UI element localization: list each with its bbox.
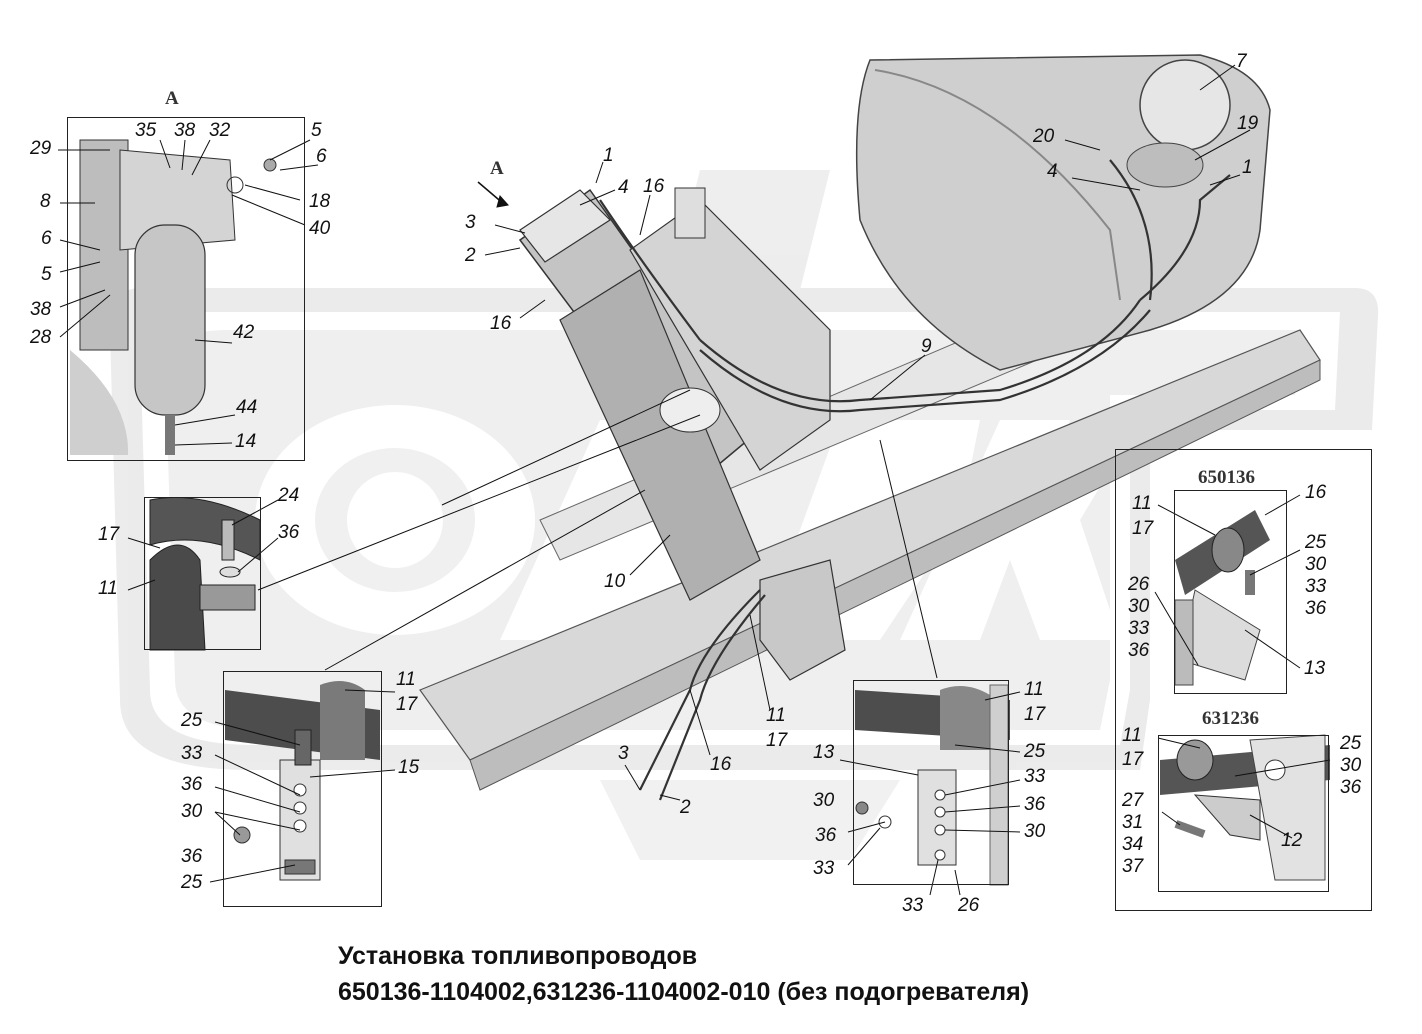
callout-1-tank: 1: [1242, 157, 1253, 178]
callout-16: 16: [643, 176, 665, 197]
callout-17-left-bracket: 17: [396, 694, 418, 715]
inset-c-drawing: [209, 681, 396, 883]
callout-17-right-bracket: 17: [1024, 704, 1046, 725]
callout-44: 44: [236, 397, 258, 418]
callout-25-right-bracket: 25: [1024, 741, 1046, 762]
callout-16-bottom: 16: [710, 754, 732, 775]
callout-4: 4: [618, 177, 629, 198]
callout-36-left-bracket: 36: [181, 774, 203, 795]
callout-32: 32: [209, 120, 231, 141]
inset-view-a: [67, 117, 305, 461]
filter-bracket-assembly: [518, 187, 846, 681]
callout-33-right-bracket: 33: [1024, 766, 1046, 787]
callout-17-clamp: 17: [98, 524, 120, 545]
callout-25-left-bracket: 25: [181, 710, 203, 731]
callout-36-right-bracket: 36: [1024, 794, 1046, 815]
callout-13-right-bracket: 13: [813, 742, 835, 763]
variant-label-631236: 631236: [1202, 708, 1259, 729]
drawing-title-line1: Установка топливопроводов: [338, 942, 698, 970]
callout-33-right-bracket-left: 33: [813, 858, 835, 879]
inset-d-drawing: [839, 684, 1021, 896]
callout-36-right-bracket-left: 36: [815, 825, 837, 846]
callout-3: 3: [465, 212, 476, 233]
callout-group-25-30-33-36-650136: 25 30 33 36: [1305, 532, 1327, 619]
callout-5: 5: [311, 120, 322, 141]
callout-1: 1: [603, 145, 614, 166]
inset-a-drawing: [58, 139, 319, 455]
callout-11-right-bracket: 11: [1024, 679, 1044, 700]
inset-650136-detail: [1174, 490, 1287, 694]
fuel-tank: [855, 54, 1271, 371]
callout-30-right-bracket-left: 30: [813, 790, 835, 811]
callout-14: 14: [235, 431, 257, 452]
callout-17-650136: 17: [1132, 518, 1154, 539]
callout-38-lower: 38: [30, 299, 52, 320]
callout-24: 24: [278, 485, 300, 506]
callout-29: 29: [30, 138, 52, 159]
callout-11-650136: 11: [1132, 493, 1152, 514]
callout-15: 15: [398, 757, 420, 778]
callout-16-left: 16: [490, 313, 512, 334]
callout-5-lower: 5: [41, 264, 52, 285]
inset-f-drawing: [1157, 734, 1331, 881]
callout-3-bottom: 3: [618, 743, 629, 764]
inset-b-drawing: [127, 497, 279, 651]
callout-17-631236: 17: [1122, 749, 1144, 770]
callout-36-clamp: 36: [278, 522, 300, 543]
fuel-lines: [599, 159, 1231, 801]
callout-12: 12: [1281, 830, 1303, 851]
callout-11-clamp: 11: [98, 578, 118, 599]
callout-28: 28: [30, 327, 52, 348]
callout-10: 10: [604, 571, 626, 592]
callout-11-631236: 11: [1122, 725, 1142, 746]
drawing-title-line2: 650136-1104002,631236-1104002-010 (без п…: [338, 978, 1030, 1006]
watermark-logo: [110, 170, 1379, 860]
callout-16-650136: 16: [1305, 482, 1327, 503]
callout-30-left-bracket: 30: [181, 801, 203, 822]
callout-7: 7: [1236, 51, 1247, 72]
view-label-a: А: [165, 88, 179, 109]
view-arrow-label-a: А: [490, 158, 504, 179]
callout-20: 20: [1033, 126, 1055, 147]
leader-lines: [257, 64, 1251, 801]
variant-label-650136: 650136: [1198, 467, 1255, 488]
callout-19: 19: [1237, 113, 1259, 134]
callout-42: 42: [233, 322, 255, 343]
callout-13-650136: 13: [1304, 658, 1326, 679]
callout-group-27-31-34-37-631236: 27 31 34 37: [1122, 790, 1144, 877]
callout-group-25-30-36-631236: 25 30 36: [1340, 733, 1362, 798]
inset-e-drawing: [1154, 494, 1301, 686]
callout-2-bottom: 2: [680, 797, 691, 818]
callout-33-left-bracket: 33: [181, 743, 203, 764]
callout-8: 8: [40, 191, 51, 212]
inset-clamp-detail: [144, 497, 261, 650]
callout-26-right-bracket: 26: [958, 895, 980, 916]
callout-33-right-bracket-bottom: 33: [902, 895, 924, 916]
callout-36-left-bracket-lower: 36: [181, 846, 203, 867]
callout-38: 38: [174, 120, 196, 141]
callout-2: 2: [465, 245, 476, 266]
callout-40: 40: [309, 218, 331, 239]
callout-18: 18: [309, 191, 331, 212]
inset-bracket-detail-right: [853, 680, 1009, 885]
callout-4-tank: 4: [1047, 161, 1058, 182]
callout-11: 11: [766, 705, 786, 726]
inset-631236-detail: [1158, 735, 1329, 892]
callout-35: 35: [135, 120, 157, 141]
callout-group-26-30-33-36-650136: 26 30 33 36: [1128, 574, 1150, 661]
callout-17: 17: [766, 730, 788, 751]
callout-9: 9: [921, 336, 932, 357]
callout-25-left-bracket-lower: 25: [181, 872, 203, 893]
callout-30-right-bracket: 30: [1024, 821, 1046, 842]
inset-variant-box: [1115, 449, 1372, 911]
callout-6-lower: 6: [41, 228, 52, 249]
inset-bracket-detail-left: [223, 671, 382, 907]
callout-6: 6: [316, 146, 327, 167]
callout-11-left-bracket: 11: [396, 669, 416, 690]
